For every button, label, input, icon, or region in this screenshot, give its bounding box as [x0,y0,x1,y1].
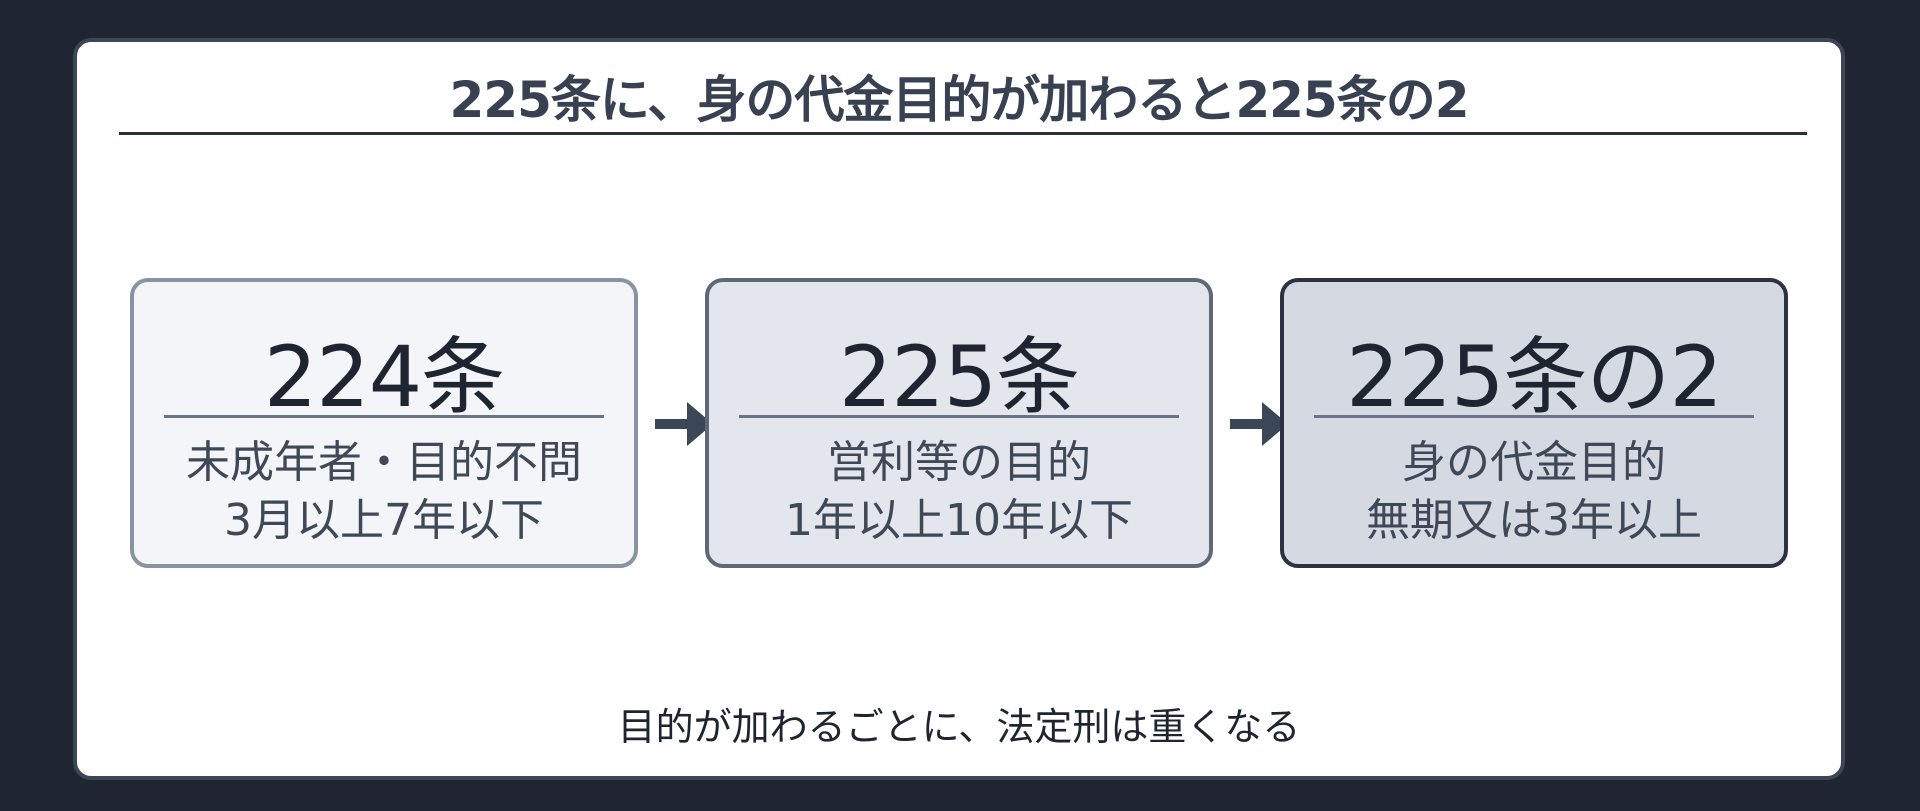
diagram-card: 225条に、身の代金目的が加わると225条の2 224条 未成年者・目的不問 3… [73,38,1845,780]
step-article: 225条の2 [1346,328,1723,426]
step-box-225: 225条 営利等の目的 1年以上10年以下 [705,278,1213,568]
footer-caption: 目的が加わるごとに、法定刑は重くなる [617,705,1301,749]
step-divider [1314,415,1754,418]
right-arrow-icon [1230,402,1288,446]
step-divider [164,415,604,418]
step-penalty: 無期又は3年以上 [1366,495,1702,546]
right-arrow-icon [655,402,713,446]
step-condition: 未成年者・目的不問 [186,437,582,488]
step-article: 224条 [263,328,505,426]
step-divider [739,415,1179,418]
step-condition: 身の代金目的 [1402,437,1666,488]
step-penalty: 3月以上7年以下 [224,495,544,546]
title-divider [119,132,1807,135]
step-penalty: 1年以上10年以下 [785,495,1133,546]
step-box-225-2: 225条の2 身の代金目的 無期又は3年以上 [1280,278,1788,568]
diagram-title: 225条に、身の代金目的が加わると225条の2 [449,71,1469,129]
step-article: 225条 [838,328,1080,426]
step-condition: 営利等の目的 [827,437,1091,488]
step-box-224: 224条 未成年者・目的不問 3月以上7年以下 [130,278,638,568]
